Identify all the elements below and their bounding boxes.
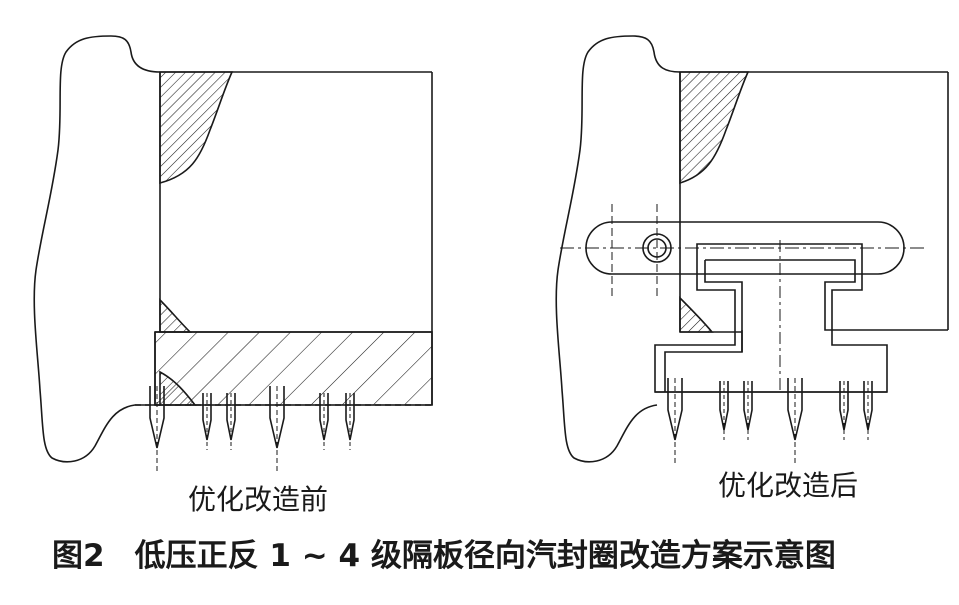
seal-ring-t-inner xyxy=(705,259,948,331)
label-after-optimization: 优化改造后 xyxy=(718,469,859,502)
seal-tooth xyxy=(345,393,355,450)
weld-hatch-bottom xyxy=(159,298,192,333)
seal-tooth xyxy=(719,381,729,440)
before-optimization-diagram xyxy=(33,35,433,472)
caption-number: 图2 xyxy=(52,538,105,574)
caption-title: 低压正反 1 ~ 4 级隔板径向汽封圈改造方案示意图 xyxy=(134,538,836,574)
figure-caption: 图2 低压正反 1 ~ 4 级隔板径向汽封圈改造方案示意图 xyxy=(52,530,836,575)
weld-hatch-bottom xyxy=(679,296,714,333)
pin-slot xyxy=(585,221,905,275)
seal-tooth xyxy=(839,381,849,440)
seal-tooth xyxy=(202,393,212,450)
seal-ring xyxy=(154,331,433,406)
after-optimization-diagram xyxy=(555,35,949,465)
seal-tooth xyxy=(149,386,165,472)
seal-tooth xyxy=(319,393,329,450)
seal-tooth xyxy=(667,378,683,465)
seal-tooth xyxy=(743,381,753,440)
weld-hatch-top xyxy=(159,71,234,185)
casing-outline xyxy=(555,35,681,463)
casing-outline xyxy=(33,35,161,463)
seal-tooth xyxy=(269,386,285,472)
seal-tooth xyxy=(226,393,236,450)
weld-hatch-top xyxy=(679,71,750,185)
label-before-optimization: 优化改造前 xyxy=(188,483,329,516)
seal-tooth xyxy=(787,378,803,465)
seal-tooth xyxy=(863,381,873,440)
